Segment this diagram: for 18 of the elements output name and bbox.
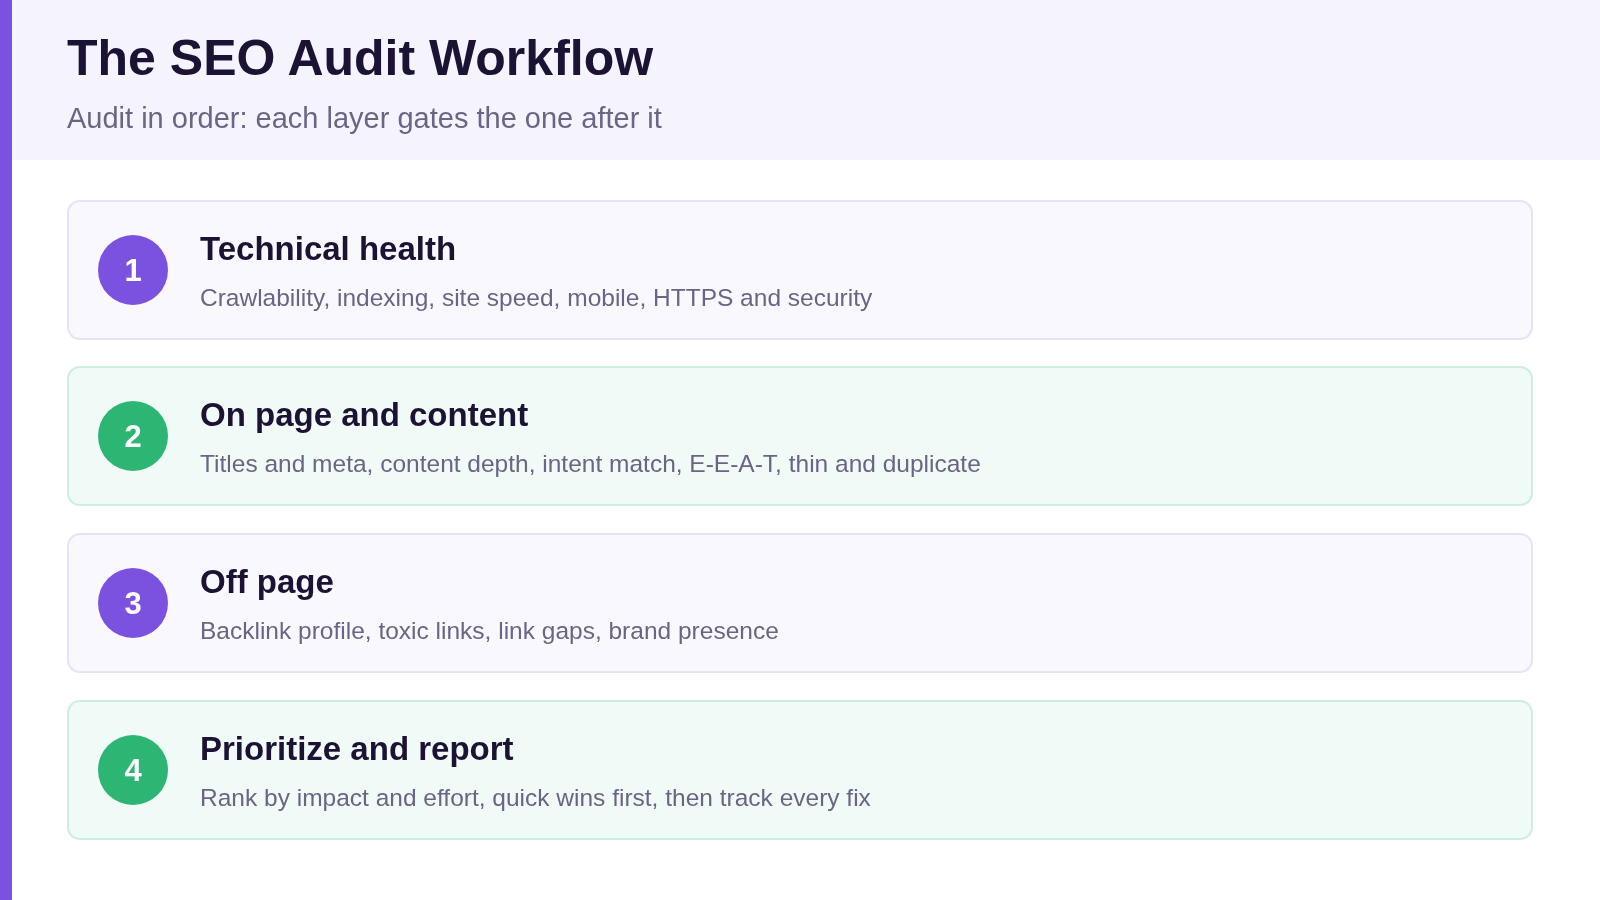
subtitle: Audit in order: each layer gates the one after it	[67, 101, 662, 136]
step-number-badge: 2	[98, 401, 168, 471]
step-description: Backlink profile, toxic links, link gaps, brand presence	[200, 616, 779, 646]
step-description: Crawlability, indexing, site speed, mobile, HTTPS and security	[200, 283, 873, 313]
step-number-badge: 4	[98, 735, 168, 805]
step-title: Technical health	[200, 229, 457, 269]
step-title: Prioritize and report	[200, 729, 514, 769]
step-number-badge: 1	[98, 235, 168, 305]
step-number-badge: 3	[98, 568, 168, 638]
title: The SEO Audit Workflow	[67, 30, 654, 88]
step-card	[67, 366, 1533, 506]
step-card	[67, 200, 1533, 340]
step-card	[67, 700, 1533, 840]
step-card	[67, 533, 1533, 673]
step-description: Rank by impact and effort, quick wins first, then track every fix	[200, 783, 871, 813]
step-title: On page and content	[200, 395, 529, 435]
step-title: Off page	[200, 562, 334, 602]
step-description: Titles and meta, content depth, intent match, E-E-A-T, thin and duplicate	[200, 449, 981, 479]
